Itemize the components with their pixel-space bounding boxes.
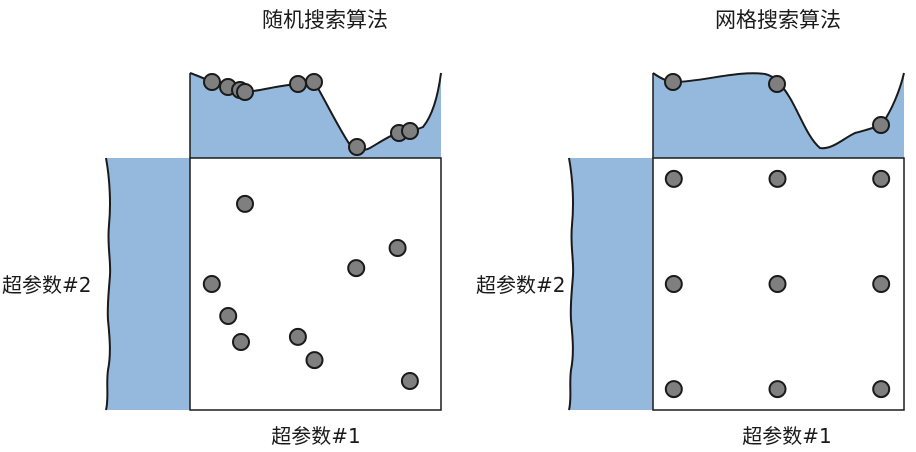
random-sample-point (219, 307, 238, 325)
grid-ylabel: 超参数#2 (476, 273, 565, 297)
grid-sample-point (664, 169, 683, 188)
grid-search-panel: 网格搜索算法 超参数#1 超参数#2 (476, 8, 905, 448)
random-sample-points (202, 194, 419, 390)
grid-top-projection-point (664, 73, 682, 91)
random-sample-point (232, 333, 250, 351)
random-top-projection-point (203, 73, 221, 91)
random-sample-point (202, 275, 221, 293)
random-top-projection-point (289, 75, 307, 93)
grid-sample-point (768, 275, 787, 293)
grid-top-projection-point (768, 75, 786, 93)
grid-sample-point (664, 275, 683, 293)
random-top-projection-point (305, 73, 323, 91)
grid-left-curve (568, 157, 575, 411)
random-search-title: 随机搜索算法 (262, 8, 388, 32)
grid-sample-point (872, 380, 891, 399)
random-left-distribution (106, 158, 190, 410)
grid-top-projection-point (872, 116, 890, 134)
random-sample-point (400, 372, 419, 390)
random-left-curve (105, 157, 112, 411)
random-top-projection-point (348, 138, 366, 156)
random-top-projections (203, 73, 419, 156)
random-search-panel: 随机搜索算法 超参数#1 超参数#2 (2, 8, 442, 448)
grid-top-distribution (653, 73, 904, 158)
random-sample-point (347, 259, 366, 278)
grid-sample-point (664, 380, 683, 399)
random-xlabel: 超参数#1 (271, 424, 360, 448)
random-search-space (189, 157, 442, 411)
random-top-projection-point (401, 122, 419, 140)
grid-sample-point (872, 169, 891, 188)
random-sample-point (236, 194, 254, 213)
grid-sample-points (664, 169, 891, 399)
grid-top-projections (664, 73, 890, 134)
grid-search-title: 网格搜索算法 (715, 8, 841, 32)
random-sample-point (388, 239, 407, 257)
random-top-projection-point (236, 83, 254, 101)
random-ylabel: 超参数#2 (2, 273, 91, 297)
grid-xlabel: 超参数#1 (742, 424, 831, 448)
grid-sample-point (768, 380, 787, 399)
grid-sample-point (872, 275, 891, 293)
random-sample-point (305, 351, 324, 370)
grid-left-distribution (569, 158, 653, 410)
grid-sample-point (768, 169, 787, 188)
random-sample-point (288, 327, 307, 346)
